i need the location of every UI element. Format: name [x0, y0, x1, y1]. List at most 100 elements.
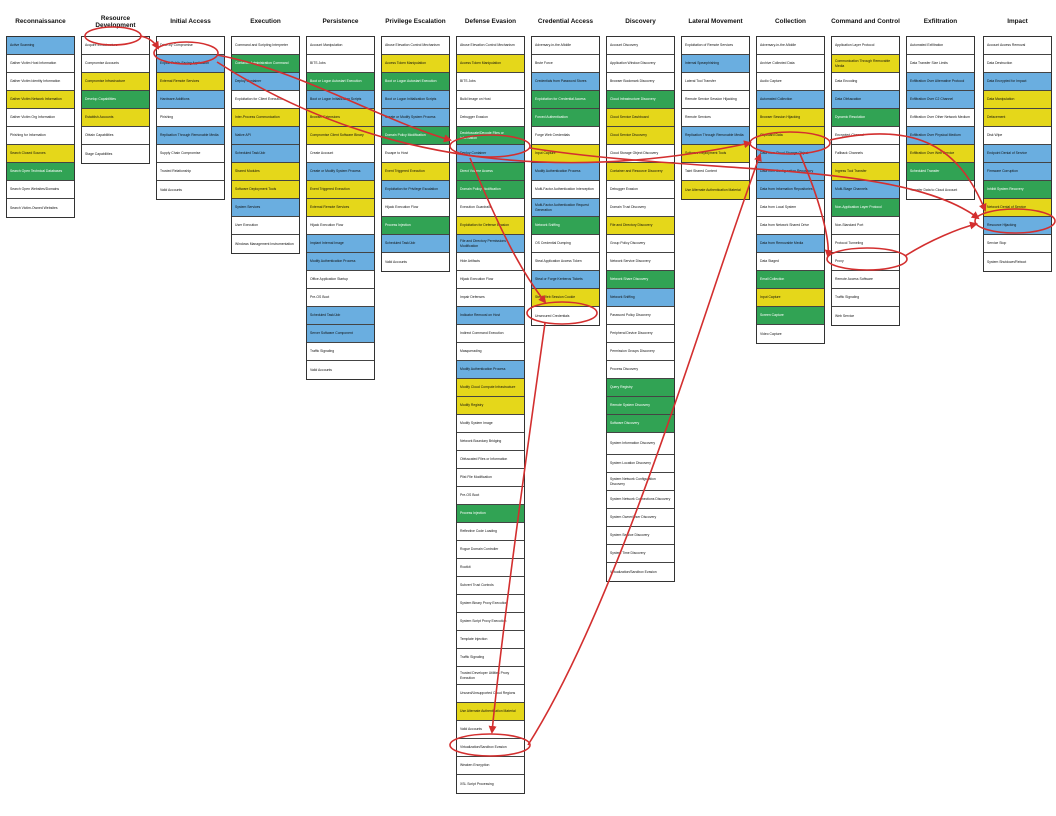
technique-cell-protocol-tunneling[interactable]: Protocol Tunneling: [832, 235, 899, 253]
technique-cell-trusted-developer-utilities-proxy-execution[interactable]: Trusted Developer Utilities Proxy Execut…: [457, 667, 524, 685]
technique-cell-encrypted-channel[interactable]: Encrypted Channel: [832, 127, 899, 145]
technique-cell-process-discovery[interactable]: Process Discovery: [607, 361, 674, 379]
technique-cell-data-destruction[interactable]: Data Destruction: [984, 55, 1051, 73]
technique-cell-exploitation-of-remote-services[interactable]: Exploitation of Remote Services: [682, 37, 749, 55]
technique-cell-os-credential-dumping[interactable]: OS Credential Dumping: [532, 235, 599, 253]
technique-cell-exfiltration-over-alternative-protocol[interactable]: Exfiltration Over Alternative Protocol: [907, 73, 974, 91]
technique-cell-gather-victim-identity-information[interactable]: Gather Victim Identity Information: [7, 73, 74, 91]
technique-cell-direct-volume-access[interactable]: Direct Volume Access: [457, 163, 524, 181]
technique-cell-boot-or-logon-initialization-scripts[interactable]: Boot or Logon Initialization Scripts: [307, 91, 374, 109]
technique-cell-trusted-relationship[interactable]: Trusted Relationship: [157, 163, 224, 181]
technique-cell-domain-trust-discovery[interactable]: Domain Trust Discovery: [607, 199, 674, 217]
technique-cell-exfiltration-over-other-network-medium[interactable]: Exfiltration Over Other Network Medium: [907, 109, 974, 127]
technique-cell-adversary-in-the-middle[interactable]: Adversary-in-the-Middle: [757, 37, 824, 55]
technique-cell-access-token-manipulation[interactable]: Access Token Manipulation: [457, 55, 524, 73]
technique-cell-windows-management-instrumentation[interactable]: Windows Management Instrumentation: [235, 241, 294, 246]
technique-cell-deploy-container[interactable]: Deploy Container: [232, 73, 299, 91]
technique-cell-remote-services[interactable]: Remote Services: [682, 109, 749, 127]
technique-cell-system-location-discovery[interactable]: System Location Discovery: [607, 455, 674, 473]
technique-cell-compromise-client-software-binary[interactable]: Compromise Client Software Binary: [307, 127, 374, 145]
technique-cell-data-from-network-shared-drive[interactable]: Data from Network Shared Drive: [757, 217, 824, 235]
technique-cell-valid-accounts[interactable]: Valid Accounts: [457, 721, 524, 739]
technique-cell-valid-accounts[interactable]: Valid Accounts: [385, 259, 407, 264]
technique-cell-unsecured-credentials[interactable]: Unsecured Credentials: [535, 313, 570, 318]
technique-cell-deobfuscate-decode-files-or-information[interactable]: Deobfuscate/Decode Files or Information: [457, 127, 524, 145]
technique-cell-data-manipulation[interactable]: Data Manipulation: [984, 91, 1051, 109]
technique-cell-traffic-signaling[interactable]: Traffic Signaling: [832, 289, 899, 307]
technique-cell-exploitation-for-client-execution[interactable]: Exploitation for Client Execution: [232, 91, 299, 109]
technique-cell-pre-os-boot[interactable]: Pre-OS Boot: [307, 289, 374, 307]
technique-cell-debugger-evasion[interactable]: Debugger Evasion: [607, 181, 674, 199]
technique-cell-adversary-in-the-middle[interactable]: Adversary-in-the-Middle: [532, 37, 599, 55]
technique-cell-cloud-infrastructure-discovery[interactable]: Cloud Infrastructure Discovery: [607, 91, 674, 109]
technique-cell-process-injection[interactable]: Process Injection: [382, 217, 449, 235]
technique-cell-browser-extensions[interactable]: Browser Extensions: [307, 109, 374, 127]
technique-cell-disk-wipe[interactable]: Disk Wipe: [984, 127, 1051, 145]
technique-cell-unused-unsupported-cloud-regions[interactable]: Unused/Unsupported Cloud Regions: [457, 685, 524, 703]
technique-cell-remote-service-session-hijacking[interactable]: Remote Service Session Hijacking: [682, 91, 749, 109]
technique-cell-domain-policy-modification[interactable]: Domain Policy Modification: [382, 127, 449, 145]
technique-cell-multi-stage-channels[interactable]: Multi-Stage Channels: [832, 181, 899, 199]
technique-cell-application-layer-protocol[interactable]: Application Layer Protocol: [832, 37, 899, 55]
technique-cell-endpoint-denial-of-service[interactable]: Endpoint Denial of Service: [984, 145, 1051, 163]
technique-cell-deploy-container[interactable]: Deploy Container: [457, 145, 524, 163]
technique-cell-account-discovery[interactable]: Account Discovery: [607, 37, 674, 55]
technique-cell-file-and-directory-permissions-modification[interactable]: File and Directory Permissions Modificat…: [457, 235, 524, 253]
technique-cell-clipboard-data[interactable]: Clipboard Data: [757, 127, 824, 145]
technique-cell-command-and-scripting-interpreter[interactable]: Command and Scripting Interpreter: [232, 37, 299, 55]
technique-cell-hijack-execution-flow[interactable]: Hijack Execution Flow: [457, 271, 524, 289]
technique-cell-communication-through-removable-media[interactable]: Communication Through Removable Media: [832, 55, 899, 73]
technique-cell-network-boundary-bridging[interactable]: Network Boundary Bridging: [457, 433, 524, 451]
technique-cell-forced-authentication[interactable]: Forced Authentication: [532, 109, 599, 127]
technique-cell-automated-exfiltration[interactable]: Automated Exfiltration: [907, 37, 974, 55]
technique-cell-system-network-configuration-discovery[interactable]: System Network Configuration Discovery: [607, 473, 674, 491]
technique-cell-data-from-removable-media[interactable]: Data from Removable Media: [757, 235, 824, 253]
technique-cell-reflective-code-loading[interactable]: Reflective Code Loading: [457, 523, 524, 541]
technique-cell-search-victim-owned-websites[interactable]: Search Victim-Owned Websites: [10, 205, 58, 210]
technique-cell-data-encrypted-for-impact[interactable]: Data Encrypted for Impact: [984, 73, 1051, 91]
technique-cell-forge-web-credentials[interactable]: Forge Web Credentials: [532, 127, 599, 145]
technique-cell-system-owner-user-discovery[interactable]: System Owner/User Discovery: [607, 509, 674, 527]
technique-cell-permission-groups-discovery[interactable]: Permission Groups Discovery: [607, 343, 674, 361]
technique-cell-exploitation-for-defense-evasion[interactable]: Exploitation for Defense Evasion: [457, 217, 524, 235]
technique-cell-exploitation-for-privilege-escalation[interactable]: Exploitation for Privilege Escalation: [382, 181, 449, 199]
technique-cell-external-remote-services[interactable]: External Remote Services: [157, 73, 224, 91]
technique-cell-rootkit[interactable]: Rootkit: [457, 559, 524, 577]
technique-cell-data-obfuscation[interactable]: Data Obfuscation: [832, 91, 899, 109]
technique-cell-boot-or-logon-initialization-scripts[interactable]: Boot or Logon Initialization Scripts: [382, 91, 449, 109]
technique-cell-data-transfer-size-limits[interactable]: Data Transfer Size Limits: [907, 55, 974, 73]
technique-cell-internal-spearphishing[interactable]: Internal Spearphishing: [682, 55, 749, 73]
technique-cell-scheduled-task-job[interactable]: Scheduled Task/Job: [307, 307, 374, 325]
technique-cell-multi-factor-authentication-request-generation[interactable]: Multi-Factor Authentication Request Gene…: [532, 199, 599, 217]
technique-cell-hide-artifacts[interactable]: Hide Artifacts: [457, 253, 524, 271]
technique-cell-network-service-discovery[interactable]: Network Service Discovery: [607, 253, 674, 271]
technique-cell-application-window-discovery[interactable]: Application Window Discovery: [607, 55, 674, 73]
technique-cell-boot-or-logon-autostart-execution[interactable]: Boot or Logon Autostart Execution: [307, 73, 374, 91]
technique-cell-cloud-storage-object-discovery[interactable]: Cloud Storage Object Discovery: [607, 145, 674, 163]
technique-cell-virtualization-sandbox-evasion[interactable]: Virtualization/Sandbox Evasion: [610, 569, 657, 574]
technique-cell-valid-accounts[interactable]: Valid Accounts: [310, 367, 332, 372]
technique-cell-virtualization-sandbox-evasion[interactable]: Virtualization/Sandbox Evasion: [457, 739, 524, 757]
technique-cell-compromise-infrastructure[interactable]: Compromise Infrastructure: [82, 73, 149, 91]
technique-cell-hijack-execution-flow[interactable]: Hijack Execution Flow: [382, 199, 449, 217]
technique-cell-dynamic-resolution[interactable]: Dynamic Resolution: [832, 109, 899, 127]
technique-cell-proxy[interactable]: Proxy: [832, 253, 899, 271]
technique-cell-phishing-for-information[interactable]: Phishing for Information: [7, 127, 74, 145]
technique-cell-inter-process-communication[interactable]: Inter-Process Communication: [232, 109, 299, 127]
technique-cell-software-deployment-tools[interactable]: Software Deployment Tools: [232, 181, 299, 199]
technique-cell-modify-authentication-process[interactable]: Modify Authentication Process: [532, 163, 599, 181]
technique-cell-weaken-encryption[interactable]: Weaken Encryption: [457, 757, 524, 775]
technique-cell-exploit-public-facing-application[interactable]: Exploit Public-Facing Application: [157, 55, 224, 73]
technique-cell-obtain-capabilities[interactable]: Obtain Capabilities: [82, 127, 149, 145]
technique-cell-create-or-modify-system-process[interactable]: Create or Modify System Process: [307, 163, 374, 181]
technique-cell-container-administration-command[interactable]: Container Administration Command: [232, 55, 299, 73]
technique-cell-account-manipulation[interactable]: Account Manipulation: [307, 37, 374, 55]
technique-cell-pre-os-boot[interactable]: Pre-OS Boot: [457, 487, 524, 505]
technique-cell-indirect-command-execution[interactable]: Indirect Command Execution: [457, 325, 524, 343]
technique-cell-system-service-discovery[interactable]: System Service Discovery: [607, 527, 674, 545]
technique-cell-ingress-tool-transfer[interactable]: Ingress Tool Transfer: [832, 163, 899, 181]
technique-cell-obfuscated-files-or-information[interactable]: Obfuscated Files or Information: [457, 451, 524, 469]
technique-cell-supply-chain-compromise[interactable]: Supply Chain Compromise: [157, 145, 224, 163]
technique-cell-data-from-cloud-storage-object[interactable]: Data from Cloud Storage Object: [757, 145, 824, 163]
technique-cell-network-sniffing[interactable]: Network Sniffing: [607, 289, 674, 307]
